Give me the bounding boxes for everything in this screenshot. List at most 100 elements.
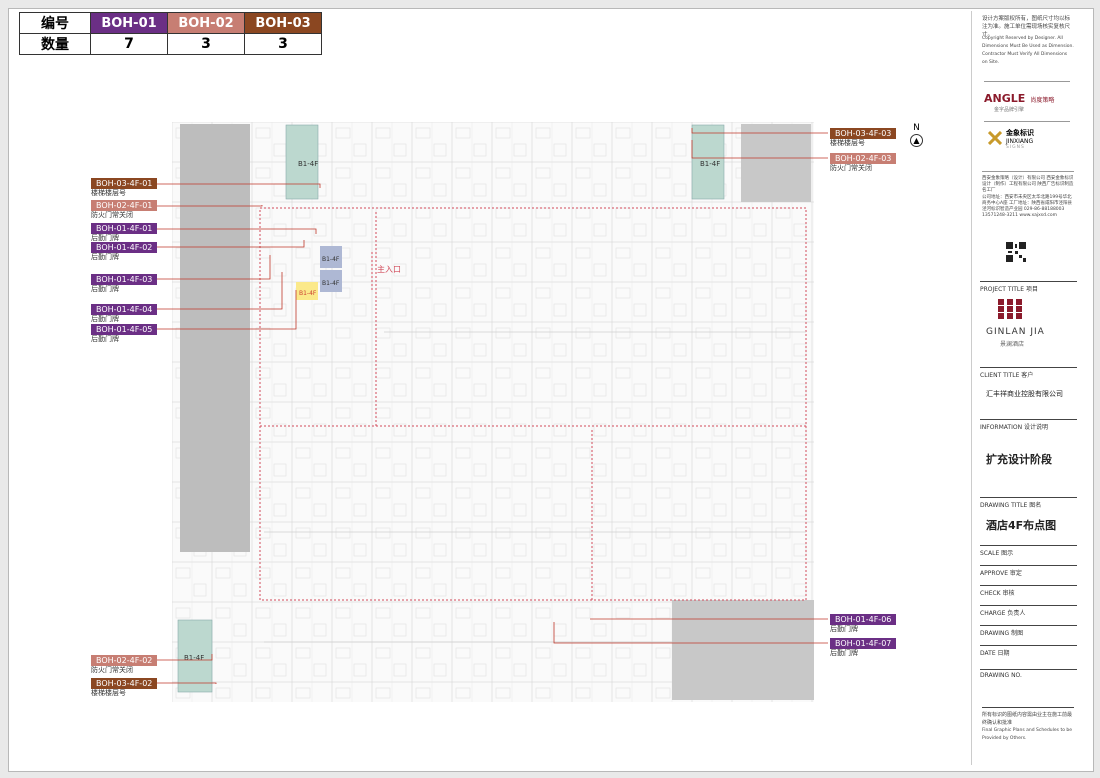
callout-desc: 后勤门牌	[830, 649, 858, 657]
left-grey-zone	[180, 124, 250, 552]
wall-lines	[264, 331, 806, 643]
drawing-no-label: DRAWING NO.	[980, 669, 1077, 679]
lift-2-label: B1-4F	[322, 280, 340, 287]
callout-code: BOH-01-4F-04	[91, 304, 158, 315]
brand2-cn: 金象标识	[1006, 129, 1034, 137]
callout-code: BOH-01-4F-06	[830, 614, 897, 625]
project-title-label: PROJECT TITLE 项目	[980, 281, 1077, 293]
project-name: GINLAN JIA	[986, 327, 1045, 337]
check-label: CHECK 审核	[980, 585, 1077, 597]
brand-angle-logo: ANGLE 尚度策略 金字品牌引擎	[984, 81, 1070, 113]
callout-code: BOH-01-4F-05	[91, 324, 158, 335]
callout-desc: 楼梯楼层号	[91, 189, 126, 197]
callout-desc: 后勤门牌	[830, 625, 858, 633]
brand-jinxiang-logo: 金象标识 JINXIANG SIGNS	[984, 121, 1070, 150]
callout-boh-02-4f-01: BOH-02-4F-01 防火门常关闭	[91, 200, 158, 220]
floor-plan: B1-4F B1-4F B1-4F B1-4F B1-4F B1-4F 主入口	[172, 122, 814, 702]
callout-desc: 后勤门牌	[91, 315, 119, 323]
project-name-cn: 景澜酒店	[1000, 341, 1025, 348]
drawing-label: DRAWING 制图	[980, 625, 1077, 637]
callout-boh-01-4f-07: BOH-01-4F-07 后勤门牌	[830, 638, 897, 658]
legend-row2-label: 数量	[19, 33, 91, 55]
lift-1	[320, 246, 342, 268]
top-right-grey-zone	[741, 124, 811, 202]
approve-label: APPROVE 审定	[980, 565, 1077, 577]
circulation-dotted-path	[259, 207, 807, 601]
callout-desc: 楼梯楼层号	[91, 689, 126, 697]
copyright-en: Copyright Reserved by Designer. All Dime…	[982, 36, 1074, 65]
callout-code: BOH-03-4F-01	[91, 178, 158, 189]
legend-count-boh03: 3	[244, 33, 322, 55]
callout-boh-02-4f-02: BOH-02-4F-02 防火门常关闭	[91, 655, 158, 675]
brand1-cn: 尚度策略	[1030, 97, 1055, 104]
north-label: N	[913, 123, 920, 133]
stair-top-left-label: B1-4F	[298, 160, 318, 168]
callout-code: BOH-01-4F-07	[830, 638, 897, 649]
callout-boh-01-4f-01: BOH-01-4F-01 后勤门牌	[91, 223, 158, 243]
footer-en: Final Graphic Plans and Schedules to be …	[982, 728, 1073, 741]
callout-desc: 防火门常关闭	[830, 164, 872, 172]
callout-boh-01-4f-05: BOH-01-4F-05 后勤门牌	[91, 324, 158, 344]
info-label: INFORMATION 设计说明	[980, 419, 1077, 431]
north-arrow: N ▲	[910, 123, 923, 147]
callout-code: BOH-01-4F-03	[91, 274, 158, 285]
stair-top-right	[691, 124, 725, 200]
scale-label: SCALE 图示	[980, 545, 1077, 557]
brand1-logo-text: ANGLE	[984, 92, 1026, 105]
callout-code: BOH-01-4F-02	[91, 242, 158, 253]
callout-boh-01-4f-03: BOH-01-4F-03 后勤门牌	[91, 274, 158, 294]
callout-boh-01-4f-04: BOH-01-4F-04 后勤门牌	[91, 304, 158, 324]
callout-desc: 防火门常关闭	[91, 211, 133, 219]
info-value: 扩充设计阶段	[986, 453, 1052, 466]
lift-2	[320, 270, 342, 292]
bottom-right-grey-zone	[672, 600, 814, 700]
charge-label: CHARGE 负责人	[980, 605, 1077, 617]
qr-code-icon	[1005, 241, 1027, 263]
callout-code: BOH-01-4F-01	[91, 223, 158, 234]
callout-code: BOH-03-4F-03	[830, 128, 897, 139]
jinxiang-x-icon	[987, 130, 1003, 146]
callout-code: BOH-02-4F-02	[91, 655, 158, 666]
brand1-sub: 金字品牌引擎	[994, 107, 1025, 113]
callout-code: BOH-03-4F-02	[91, 678, 158, 689]
stair-bottom-left	[177, 619, 213, 693]
brand2-sub: SIGNS	[1006, 145, 1025, 150]
date-label: DATE 日期	[980, 645, 1077, 657]
client-name: 汇丰祥商业控股有限公司	[986, 390, 1063, 398]
drawing-title-label: DRAWING TITLE 图名	[980, 497, 1077, 509]
drawing-title: 酒店4F布点图	[986, 519, 1057, 532]
north-arrow-icon: ▲	[910, 134, 923, 147]
stair-top-left	[285, 124, 319, 200]
callout-desc: 楼梯楼层号	[830, 139, 865, 147]
callout-desc: 后勤门牌	[91, 253, 119, 261]
callout-boh-01-4f-06: BOH-01-4F-06 后勤门牌	[830, 614, 897, 634]
callout-code: BOH-02-4F-01	[91, 200, 158, 211]
title-block: 设计方案版权所有，图纸尺寸均以标注为准。施工单位需现场核实复核尺寸。 Copyr…	[971, 11, 1077, 765]
callout-boh-03-4f-01: BOH-03-4F-01 楼梯楼层号	[91, 178, 158, 198]
callout-desc: 后勤门牌	[91, 285, 119, 293]
callout-boh-03-4f-02: BOH-03-4F-02 楼梯楼层号	[91, 678, 158, 698]
stair-top-right-label: B1-4F	[700, 160, 720, 168]
company-info: 西安金象策略（设计）有限公司 西安金象标识设计（制作）工程有限公司 陕西广告标识…	[982, 171, 1074, 194]
legend-table: 编号 BOH-01 BOH-02 BOH-03 数量 7 3 3	[19, 12, 322, 55]
legend-code-boh03: BOH-03	[244, 12, 322, 34]
company-address: 公司地址：西安市未央区太华北路199号华北商务中心A座 工厂地址：陕西省咸阳市泾…	[982, 195, 1073, 218]
brand2-en: JINXIANG	[1006, 138, 1034, 145]
lift-1-label: B1-4F	[322, 256, 340, 263]
callout-desc: 后勤门牌	[91, 335, 119, 343]
stair-bottom-left-label: B1-4F	[184, 654, 204, 662]
callout-desc: 防火门常关闭	[91, 666, 133, 674]
ginlanjia-logo-icon	[998, 299, 1022, 319]
callout-desc: 后勤门牌	[91, 234, 119, 242]
main-entrance-label: 主入口	[377, 264, 401, 274]
callout-boh-02-4f-03: BOH-02-4F-03 防火门常关闭	[830, 153, 897, 173]
callout-code: BOH-02-4F-03	[830, 153, 897, 164]
footer-cn: 所有标识的图纸内容需由业主在施工前最终确认和批准	[982, 707, 1074, 727]
yellow-lift-area	[296, 282, 318, 300]
callout-boh-03-4f-03: BOH-03-4F-03 楼梯楼层号	[830, 128, 897, 148]
callout-boh-01-4f-02: BOH-01-4F-02 后勤门牌	[91, 242, 158, 262]
client-label: CLIENT TITLE 客户	[980, 367, 1077, 379]
yellow-lift-label: B1-4F	[299, 290, 317, 297]
copyright-cn: 设计方案版权所有，图纸尺寸均以标注为准。施工单位需现场核实复核尺寸。	[982, 16, 1071, 38]
